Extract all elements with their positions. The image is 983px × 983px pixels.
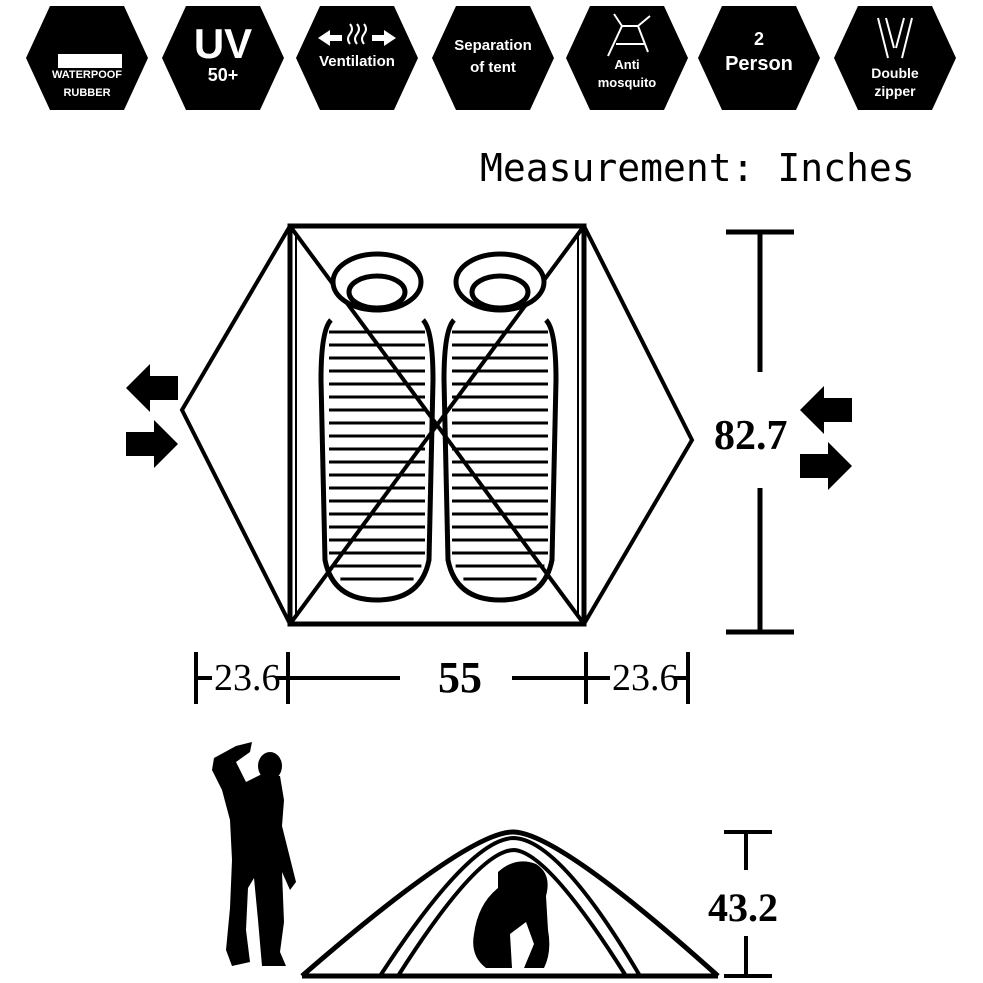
height-value: 43.2: [708, 885, 778, 930]
feature-label: Separation: [454, 37, 532, 54]
measurement-label: Measurement: Inches: [480, 146, 915, 190]
feature-badge: Anti mosquito: [564, 4, 690, 112]
inner-width-value: 55: [438, 653, 482, 702]
feature-badge: Separation of tent: [430, 4, 556, 112]
sleeping-bag-right: [441, 251, 559, 603]
left-vestibule-value: 23.6: [214, 657, 281, 699]
feature-label: Anti: [614, 57, 640, 72]
sleeping-bag-left: [318, 251, 436, 603]
feature-label: of tent: [470, 59, 516, 76]
person-icon: [698, 6, 820, 110]
feature-label: Person: [725, 53, 793, 75]
width-dimension-line: [194, 652, 690, 704]
ventilation-arrows-icon: [296, 6, 418, 110]
feature-label: zipper: [874, 83, 916, 99]
right-vestibule-value: 23.6: [612, 657, 679, 699]
feature-label: UV: [193, 20, 253, 67]
feature-badge: WATERPOOF RUBBER: [24, 4, 150, 112]
length-value: 82.7: [714, 413, 788, 459]
feature-label: mosquito: [597, 75, 657, 90]
inner-tent-rect: [287, 223, 587, 627]
dome-tent-side-view: [300, 829, 720, 979]
feature-label: Double: [871, 65, 919, 81]
feature-badge: Ventilation: [294, 4, 420, 112]
tent-layers-icon: [432, 6, 554, 110]
length-dimension-line: [726, 229, 794, 635]
zipper-icon: [834, 6, 956, 110]
height-dimension-line: [724, 830, 772, 978]
crouching-person-icon: [473, 861, 550, 968]
feature-label: 50+: [207, 65, 239, 85]
feature-label: WATERPOOF: [51, 69, 123, 81]
mosquito-icon: [566, 6, 688, 110]
left-door-arrows-icon: [126, 364, 178, 468]
feature-badge: Double zipper: [832, 4, 958, 112]
feature-label: RUBBER: [63, 87, 111, 99]
feature-label: 2: [753, 29, 764, 49]
right-door-arrows-icon: [800, 386, 852, 490]
feature-label: Ventilation: [319, 53, 395, 70]
standing-person-icon: [212, 742, 296, 966]
waterproof-strip-icon: [26, 6, 148, 110]
uv-icon: [162, 6, 284, 110]
